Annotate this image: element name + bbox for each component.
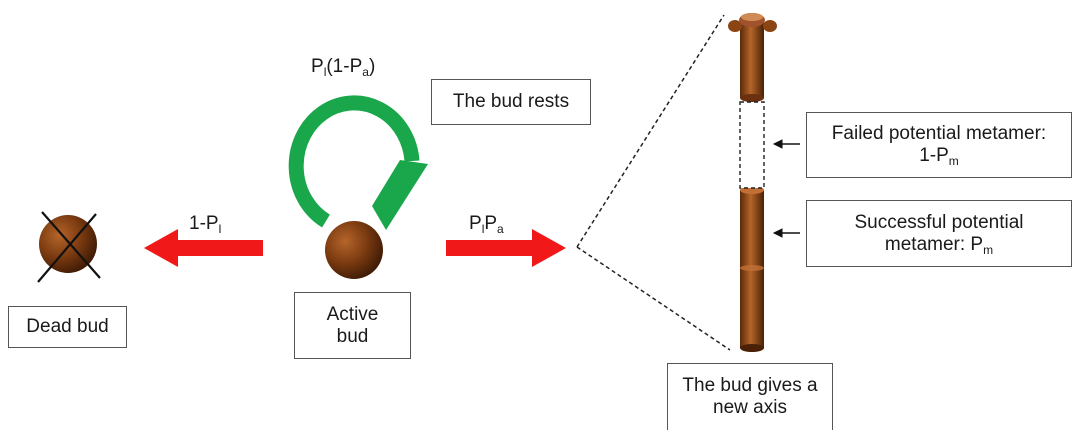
dead-bud bbox=[37, 211, 101, 283]
rest-loop-arrow bbox=[288, 95, 428, 230]
new-axis-arrow bbox=[446, 229, 566, 267]
bud-rests-box: The bud rests bbox=[431, 79, 591, 125]
active-bud-box: Active bud bbox=[294, 292, 411, 359]
new-axis-box: The bud gives a new axis bbox=[667, 363, 833, 430]
death-probability-label: 1-Pl bbox=[189, 213, 222, 236]
failed-metamer-box: Failed potential metamer: 1-Pm bbox=[806, 112, 1072, 178]
death-arrow bbox=[144, 229, 263, 267]
dead-bud-box: Dead bud bbox=[8, 306, 127, 348]
stem-axis bbox=[728, 13, 777, 352]
pointer-arrows bbox=[772, 139, 800, 238]
growth-probability-label: PlPa bbox=[469, 213, 504, 236]
rest-probability-label: Pl(1-Pa) bbox=[311, 56, 376, 79]
active-bud bbox=[325, 221, 383, 279]
failed-metamer bbox=[739, 101, 765, 189]
successful-metamer-box: Successful potential metamer: Pm bbox=[806, 200, 1072, 267]
zoom-lines bbox=[576, 14, 731, 351]
